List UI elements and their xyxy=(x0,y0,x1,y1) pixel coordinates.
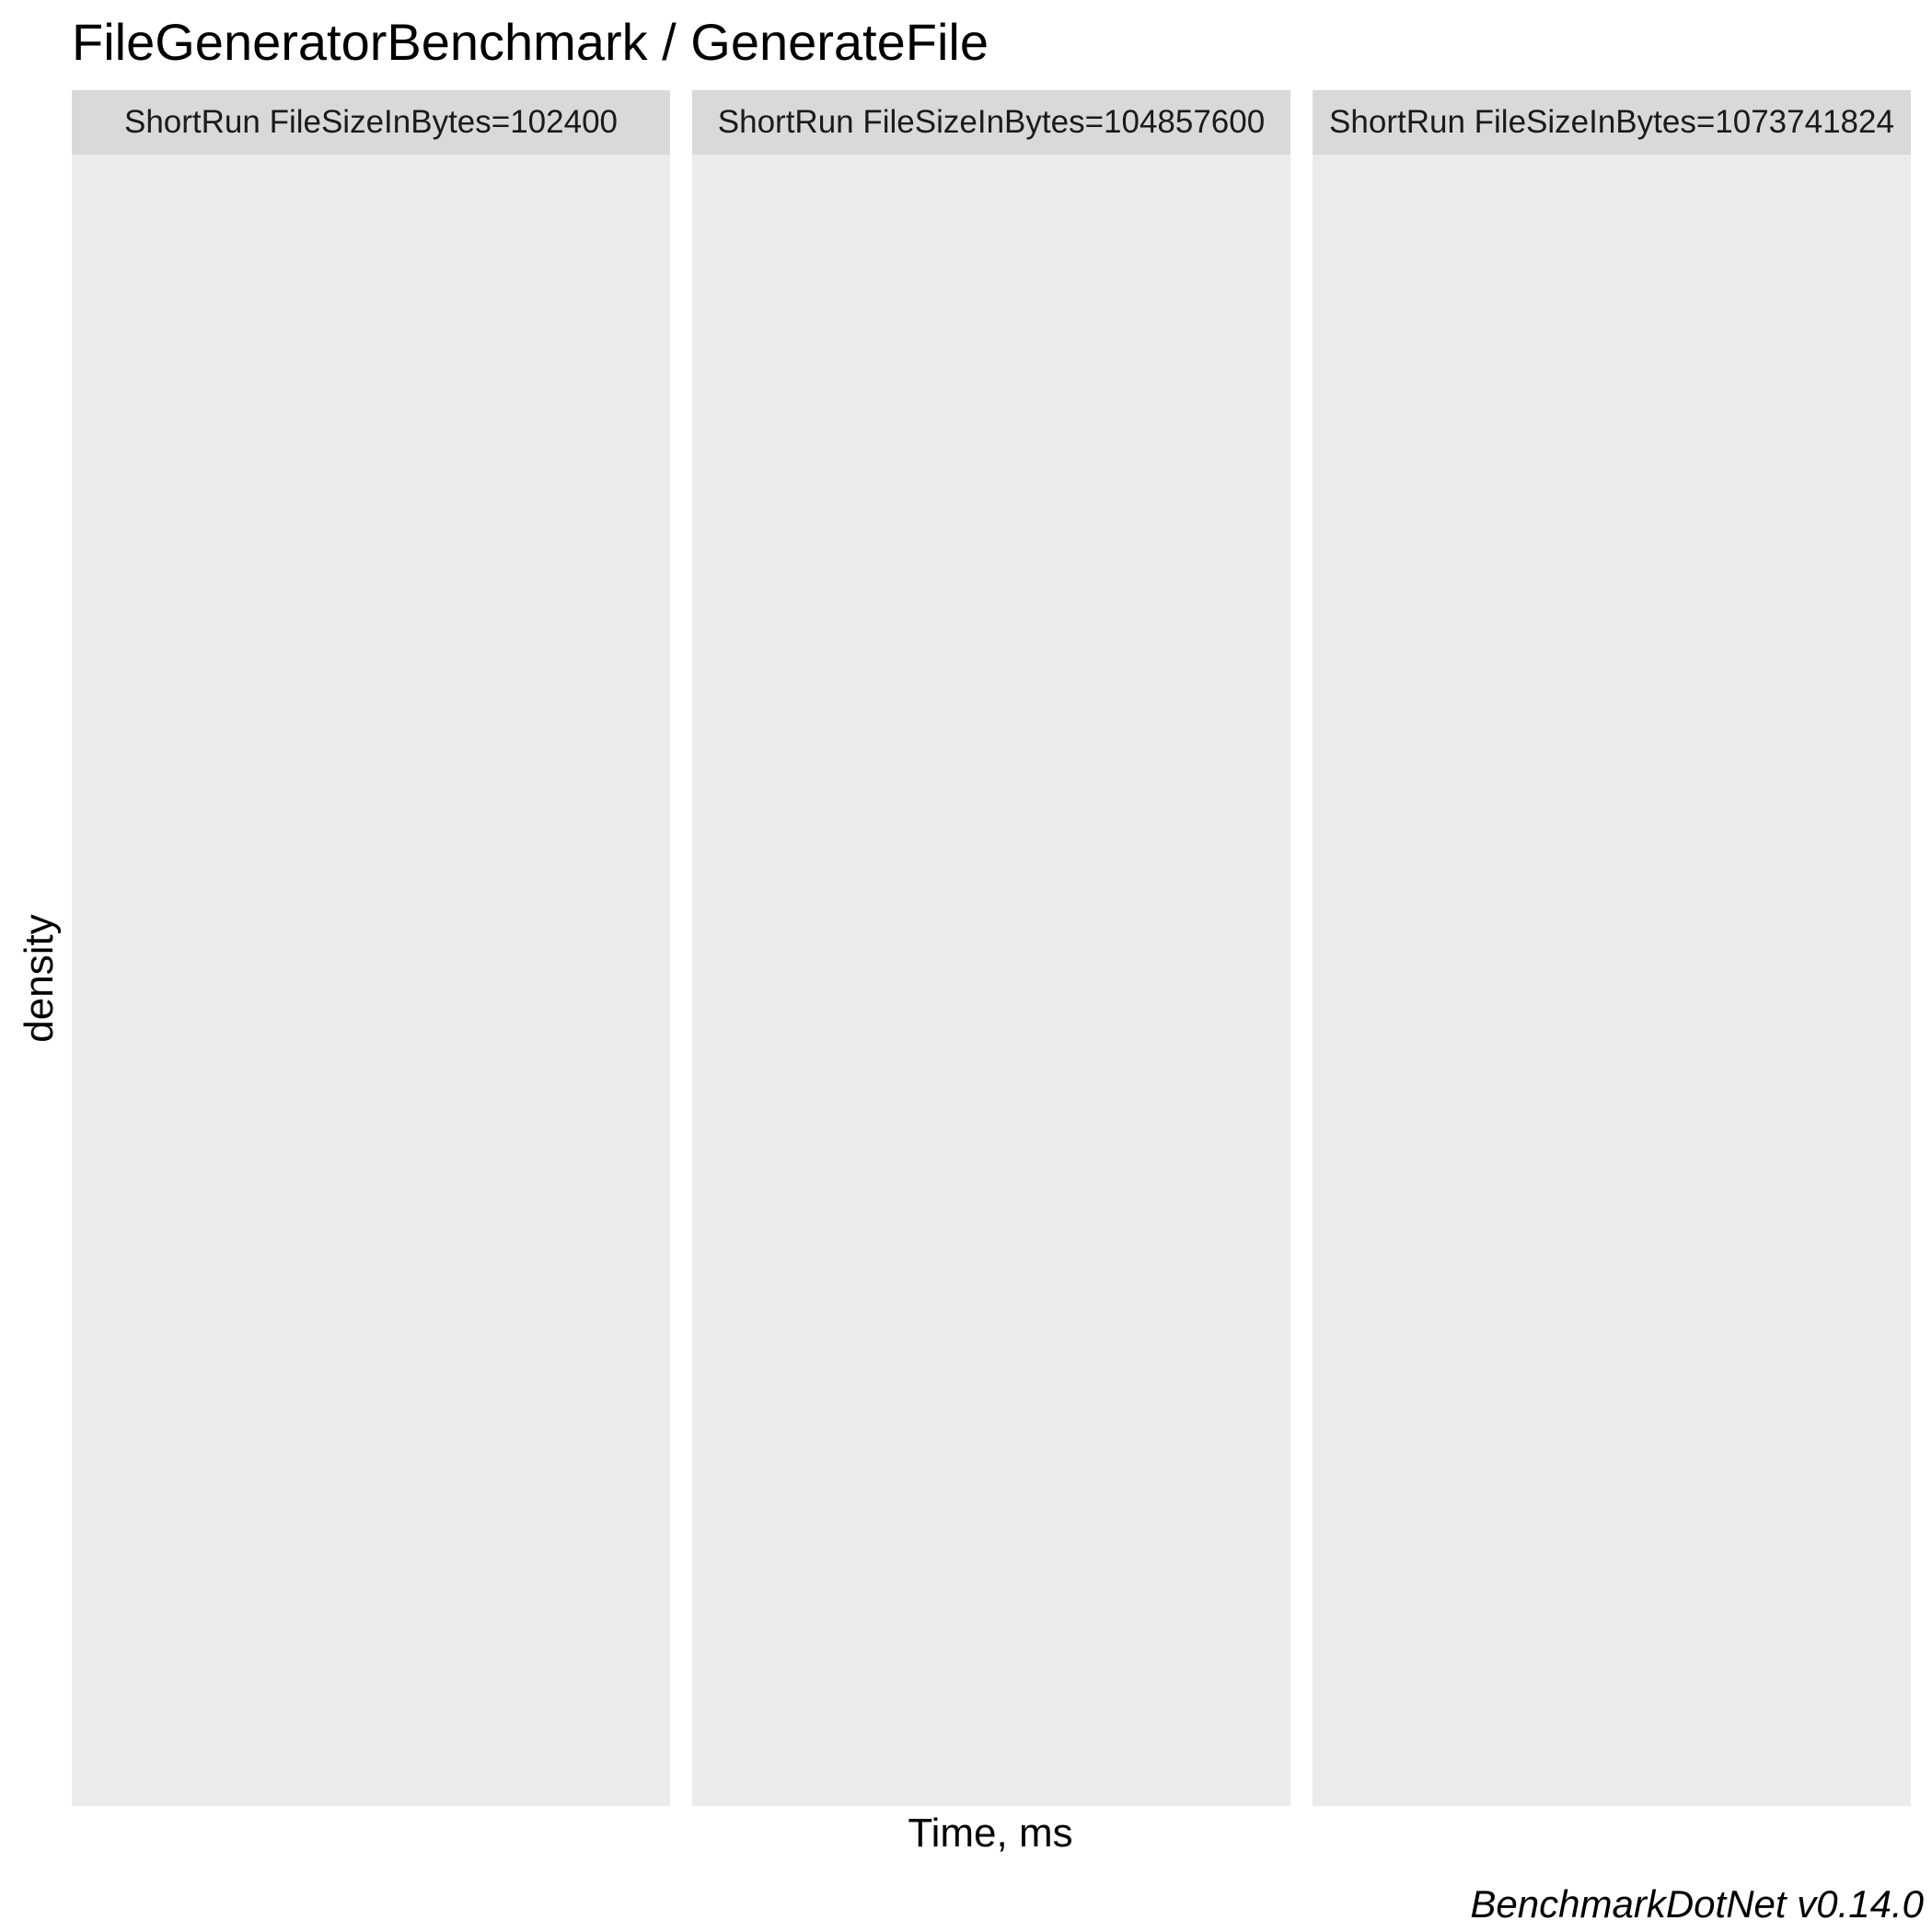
facet-plot-panel xyxy=(72,155,670,1806)
facet-104857600: ShortRun FileSizeInBytes=104857600 xyxy=(692,90,1290,1806)
facet-102400: ShortRun FileSizeInBytes=102400 xyxy=(72,90,670,1806)
facet-1073741824: ShortRun FileSizeInBytes=1073741824 xyxy=(1313,90,1911,1806)
y-axis-label: density xyxy=(17,914,62,1043)
chart-title: FileGeneratorBenchmark / GenerateFile xyxy=(72,13,989,71)
facet-strip-label: ShortRun FileSizeInBytes=104857600 xyxy=(692,90,1290,155)
facet-plot-panel xyxy=(692,155,1290,1806)
facet-strip-label: ShortRun FileSizeInBytes=1073741824 xyxy=(1313,90,1911,155)
facet-strip-label: ShortRun FileSizeInBytes=102400 xyxy=(72,90,670,155)
x-axis-label: Time, ms xyxy=(908,1811,1073,1856)
facet-plot-panel xyxy=(1313,155,1911,1806)
caption: BenchmarkDotNet v0.14.0 xyxy=(1470,1882,1924,1926)
